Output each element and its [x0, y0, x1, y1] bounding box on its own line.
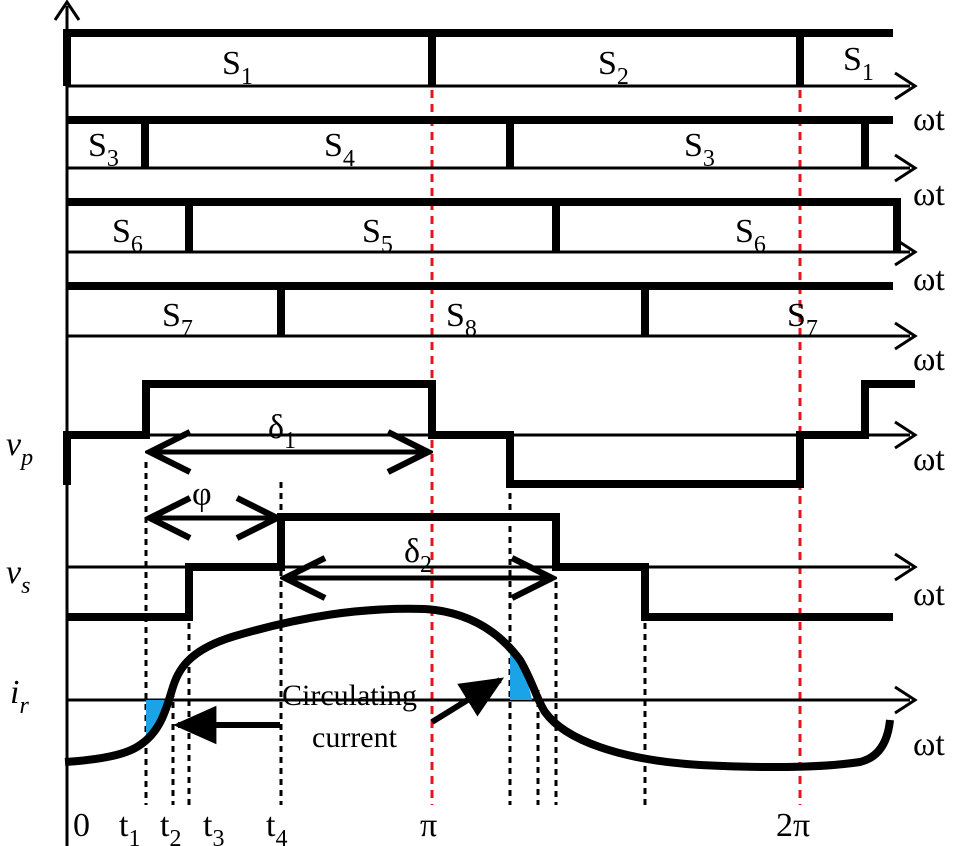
- row4-label-b: S8: [446, 297, 477, 342]
- row4-label-c: S7: [787, 297, 818, 342]
- row2-wt-label: ωt: [913, 176, 945, 213]
- row2-label-a: S3: [88, 127, 119, 172]
- tick-label-t1: t1: [119, 807, 140, 846]
- switch-row-4: S7 S8 S7: [67, 282, 918, 351]
- row3-axis-arrowhead: [894, 237, 918, 267]
- circulating-label-line2: current: [312, 721, 398, 754]
- row1-wt-label: ωt: [913, 101, 945, 138]
- delta2-label: δ2: [404, 533, 432, 578]
- row3-wt-label: ωt: [913, 261, 945, 298]
- switch-row-1: S1 S2 S1: [63, 29, 918, 101]
- tick-label-2pi: 2π: [776, 807, 810, 844]
- row3-gate-signal: [67, 198, 901, 252]
- row2-label-c: S3: [684, 127, 715, 172]
- vp-wt-label: ωt: [913, 441, 945, 478]
- row1-axis-arrowhead: [894, 71, 918, 101]
- row2-label-b: S4: [324, 127, 355, 172]
- row2-axis-arrowhead: [894, 153, 918, 183]
- vertical-axis-arrowhead: [53, 0, 81, 21]
- row3-label-b: S5: [362, 213, 393, 258]
- row3-label-c: S6: [735, 213, 766, 258]
- ir-waveform: [64, 604, 894, 771]
- switch-row-2: S3 S4 S3: [67, 116, 918, 183]
- phi-label: φ: [192, 476, 212, 513]
- delta1-label: δ1: [268, 409, 296, 454]
- row3-label-a: S6: [112, 213, 143, 258]
- vs-waveform-group: vs: [6, 513, 918, 621]
- row4-wt-label: ωt: [913, 341, 945, 378]
- row2-gate-signal: [67, 116, 893, 168]
- vp-label: vp: [6, 426, 33, 471]
- row1-gate-signal: [63, 29, 893, 86]
- row1-label-b: S2: [598, 45, 629, 90]
- tick-label-0: 0: [73, 807, 90, 844]
- vp-waveform-group: vp: [6, 380, 918, 488]
- row4-gate-signal: [67, 282, 893, 336]
- ir-label: ir: [10, 674, 29, 719]
- circulating-shade-right: [510, 650, 532, 700]
- row1-label-c: S1: [843, 41, 874, 86]
- vs-waveform: [67, 513, 893, 621]
- tick-label-t2: t2: [160, 807, 181, 846]
- ir-wt-label: ωt: [913, 726, 945, 763]
- row4-label-a: S7: [162, 297, 193, 342]
- tick-label-t3: t3: [203, 807, 224, 846]
- tick-label-t4: t4: [266, 807, 287, 846]
- row4-axis-arrowhead: [894, 321, 918, 351]
- tick-label-pi: π: [420, 807, 437, 844]
- vs-label: vs: [6, 554, 30, 599]
- vp-axis-arrowhead: [894, 420, 918, 450]
- row1-label-a: S1: [222, 45, 253, 90]
- vs-wt-label: ωt: [913, 576, 945, 613]
- switch-row-3: S6 S5 S6: [67, 198, 918, 267]
- circulating-label-line1: Circulating: [282, 679, 417, 712]
- ir-axis-arrowhead: [894, 685, 918, 715]
- vs-axis-arrowhead: [894, 552, 918, 582]
- circulating-arrow-right: [430, 677, 505, 725]
